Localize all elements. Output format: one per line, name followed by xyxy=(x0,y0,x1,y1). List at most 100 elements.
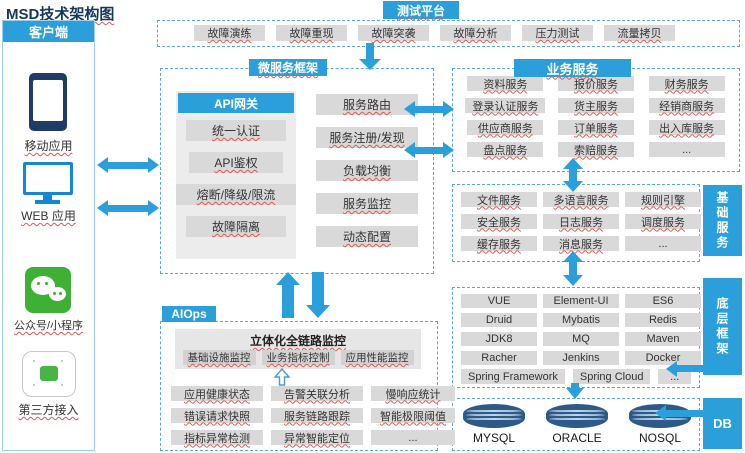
aiops-item: 告警关联分析 xyxy=(271,386,363,401)
database-cylinder-icon xyxy=(463,404,525,428)
basic-item: 日志服务 xyxy=(543,214,619,229)
arrow-dbbar-to-nosql xyxy=(655,405,707,421)
aiops-monitor-item: 应用性能监控 xyxy=(340,350,414,365)
business-item: 财务服务 xyxy=(648,76,725,91)
arrow-test-to-microservice xyxy=(359,43,381,70)
arrow-aiops-to-microservice xyxy=(276,272,300,318)
page-title: MSD技术架构图 xyxy=(6,6,115,23)
framework-item: VUE xyxy=(461,294,537,308)
wechat-icon xyxy=(25,267,71,313)
microservice-item: 服务监控 xyxy=(316,193,418,214)
client-item-mobile-label: 移动应用 xyxy=(24,139,73,153)
business-item-more: ... xyxy=(648,142,725,157)
db-item: ORACLE xyxy=(552,431,602,445)
business-item: 索赔服务 xyxy=(557,142,634,157)
thin-up-arrow xyxy=(273,368,291,386)
business-item: 供应商服务 xyxy=(467,120,544,135)
business-item: 经销商服务 xyxy=(648,98,725,113)
third-party-icon xyxy=(22,351,76,397)
business-item: 登录认证服务 xyxy=(465,98,546,113)
microservice-item: 负载均衡 xyxy=(316,160,418,181)
arrow-business-basic xyxy=(563,158,583,192)
basic-item: 安全服务 xyxy=(461,214,537,229)
test-item: 故障突袭 xyxy=(358,25,429,41)
aiops-item: 慢响应统计 xyxy=(371,386,455,401)
test-item: 故障重现 xyxy=(276,25,347,41)
framework-box: VUE Element-UI ES6 Druid Mybatis Redis J… xyxy=(452,287,701,388)
aiops-item: 错误请求快照 xyxy=(171,408,263,423)
basic-box: 文件服务 多语言服务 规则引擎 安全服务 日志服务 调度服务 缓存服务 消息服务… xyxy=(452,184,701,262)
aiops-item: 服务链路跟踪 xyxy=(271,408,363,423)
aiops-monitor-item: 基础设施监控 xyxy=(182,350,256,365)
db-item: MYSQL xyxy=(472,431,515,445)
arrow-microservice-business-2 xyxy=(404,142,454,158)
test-platform-box: 故障演练 故障重现 故障突袭 故障分析 压力测试 流量拷贝 xyxy=(157,20,740,47)
mobile-phone-icon xyxy=(29,73,67,131)
aiops-header: AIOps xyxy=(162,306,216,322)
business-item: 出入库服务 xyxy=(648,120,725,135)
framework-item: Redis xyxy=(625,313,701,327)
microservice-item: 服务注册/发现 xyxy=(316,127,418,148)
basic-item: 多语言服务 xyxy=(543,192,619,207)
microservice-header: 微服务框架 xyxy=(249,59,327,76)
business-item: 盘点服务 xyxy=(467,142,544,157)
aiops-monitor-title: 立体化全链路监控 xyxy=(249,334,346,348)
arrow-frameworkbar-to-more xyxy=(666,360,706,377)
db-sidebar-label: DB xyxy=(703,398,742,449)
test-item: 压力测试 xyxy=(522,25,593,41)
framework-sidebar-label: 底层框架 xyxy=(703,278,742,375)
monitor-icon-stand xyxy=(43,195,52,200)
aiops-item-more: ... xyxy=(371,430,455,445)
arrow-basic-framework xyxy=(563,251,583,286)
arrow-framework-to-db xyxy=(566,383,584,399)
aiops-box: 立体化全链路监控 基础设施监控 业务指标控制 应用性能监控 应用健康状态 告警关… xyxy=(160,321,455,451)
api-gateway-header: API网关 xyxy=(178,93,294,113)
arrow-microservice-business-1 xyxy=(404,101,454,117)
framework-item: Jenkins xyxy=(543,351,619,365)
test-platform-header: 测试平台 xyxy=(383,1,459,19)
framework-item: Mybatis xyxy=(543,313,619,327)
aiops-monitor-item: 业务指标控制 xyxy=(261,350,335,365)
basic-item: 调度服务 xyxy=(625,214,701,229)
framework-item: Racher xyxy=(461,351,537,365)
aiops-item: 指标异常检测 xyxy=(171,430,263,445)
gateway-item: 故障隔离 xyxy=(186,216,286,237)
basic-item: 缓存服务 xyxy=(461,236,537,251)
test-item: 流量拷贝 xyxy=(604,25,675,41)
gateway-item: 熔断/降级/限流 xyxy=(176,184,296,205)
test-item: 故障分析 xyxy=(440,25,511,41)
basic-item: 规则引擎 xyxy=(625,192,701,207)
business-item: 报价服务 xyxy=(557,76,634,91)
arrow-microservice-to-aiops xyxy=(306,272,330,318)
business-header: 业务服务 xyxy=(514,59,631,77)
framework-item: Spring Cloud xyxy=(572,369,651,384)
client-panel: 客户端 移动应用 WEB 应用 公众号/小程序 第三方接入 xyxy=(2,20,95,451)
business-item: 资料服务 xyxy=(467,76,544,91)
framework-item: Druid xyxy=(461,313,537,327)
gateway-item: API鉴权 xyxy=(189,152,283,173)
framework-item: JDK8 xyxy=(461,332,537,346)
api-gateway-panel: API网关 统一认证 API鉴权 熔断/降级/限流 故障隔离 xyxy=(176,91,296,259)
aiops-item: 应用健康状态 xyxy=(171,386,263,401)
business-item: 货主服务 xyxy=(557,98,634,113)
basic-item: 消息服务 xyxy=(543,236,619,251)
basic-item: 文件服务 xyxy=(461,192,537,207)
test-item: 故障演练 xyxy=(194,25,265,41)
database-cylinder-icon xyxy=(546,404,608,428)
framework-item: Maven xyxy=(625,332,701,346)
db-item: NOSQL xyxy=(638,431,681,445)
business-item: 订单服务 xyxy=(557,120,634,135)
gateway-item: 统一认证 xyxy=(186,120,286,141)
business-box: 资料服务 报价服务 财务服务 登录认证服务 货主服务 经销商服务 供应商服务 订… xyxy=(452,68,740,172)
monitor-icon xyxy=(23,162,73,195)
aiops-item: 智能极限阈值 xyxy=(371,408,455,423)
framework-sidebar-text: 底层框架 xyxy=(715,296,729,357)
aiops-item: 异常智能定位 xyxy=(271,430,363,445)
client-item-web-label: WEB 应用 xyxy=(21,209,76,223)
basic-sidebar-label: 基础服务 xyxy=(703,185,742,256)
framework-item: Element-UI xyxy=(543,294,619,308)
basic-item-more: ... xyxy=(625,236,701,251)
db-sidebar-text: DB xyxy=(713,416,732,431)
framework-item: MQ xyxy=(543,332,619,346)
